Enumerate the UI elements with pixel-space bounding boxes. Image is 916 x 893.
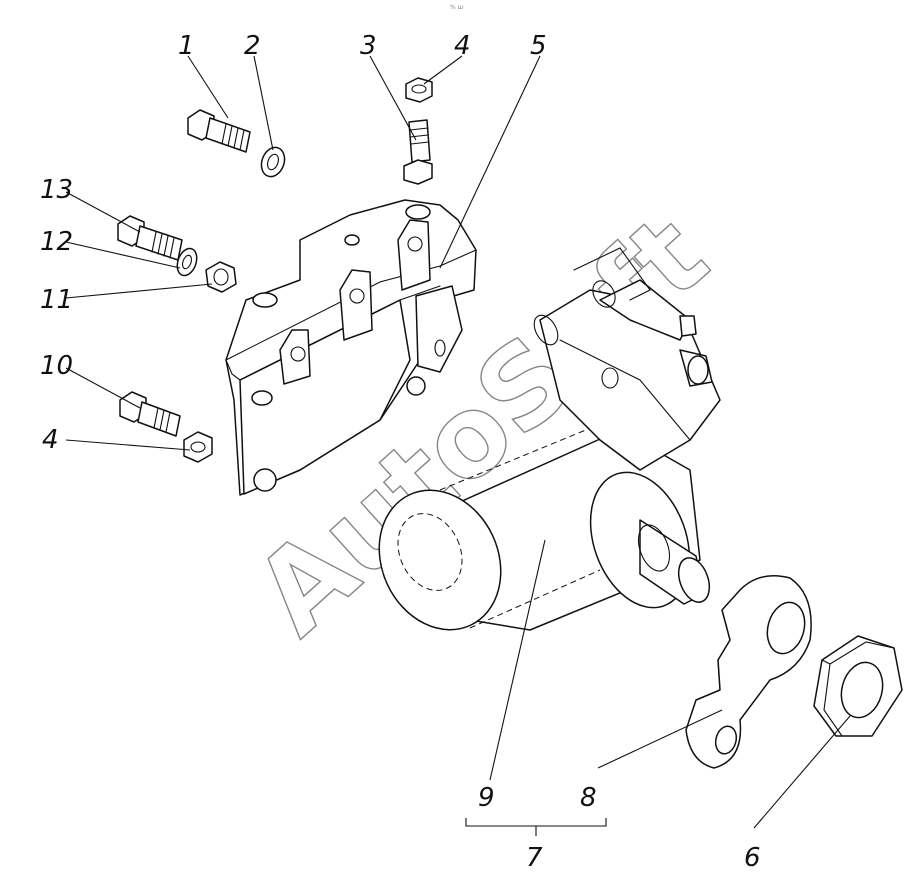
part-nut-4-left — [183, 431, 213, 463]
callout-10: 10 — [40, 351, 73, 381]
part-bolt-1 — [187, 109, 251, 153]
part-bolt-3 — [403, 119, 433, 185]
callout-12: 12 — [40, 227, 73, 257]
part-nut-4-top — [405, 77, 433, 103]
leader-lines — [65, 55, 851, 836]
callout-13: 13 — [40, 175, 73, 205]
callout-4-left: 4 — [42, 425, 59, 455]
part-lever-8 — [685, 575, 812, 769]
callout-3: 3 — [360, 31, 377, 61]
part-pump-body-9 — [378, 247, 721, 631]
callout-9: 9 — [478, 783, 495, 813]
part-bolt-13 — [117, 215, 183, 261]
part-bolt-10 — [119, 391, 181, 437]
callout-11: 11 — [40, 285, 73, 315]
part-nut-6 — [813, 635, 903, 737]
callout-8: 8 — [580, 783, 597, 813]
callout-5: 5 — [530, 31, 547, 61]
callout-4-top: 4 — [454, 31, 471, 61]
callout-labels: 1 2 3 4 5 13 12 11 10 4 9 8 7 6 — [40, 31, 761, 873]
callout-7: 7 — [526, 843, 543, 873]
callout-6: 6 — [744, 843, 761, 873]
callout-2: 2 — [244, 31, 261, 61]
callout-1: 1 — [178, 31, 195, 61]
part-nut-11 — [205, 261, 237, 293]
part-bracket-5 — [225, 199, 477, 496]
part-washer-12 — [176, 247, 198, 277]
part-washer-2 — [260, 146, 286, 178]
top-mark: % ш — [450, 4, 463, 11]
